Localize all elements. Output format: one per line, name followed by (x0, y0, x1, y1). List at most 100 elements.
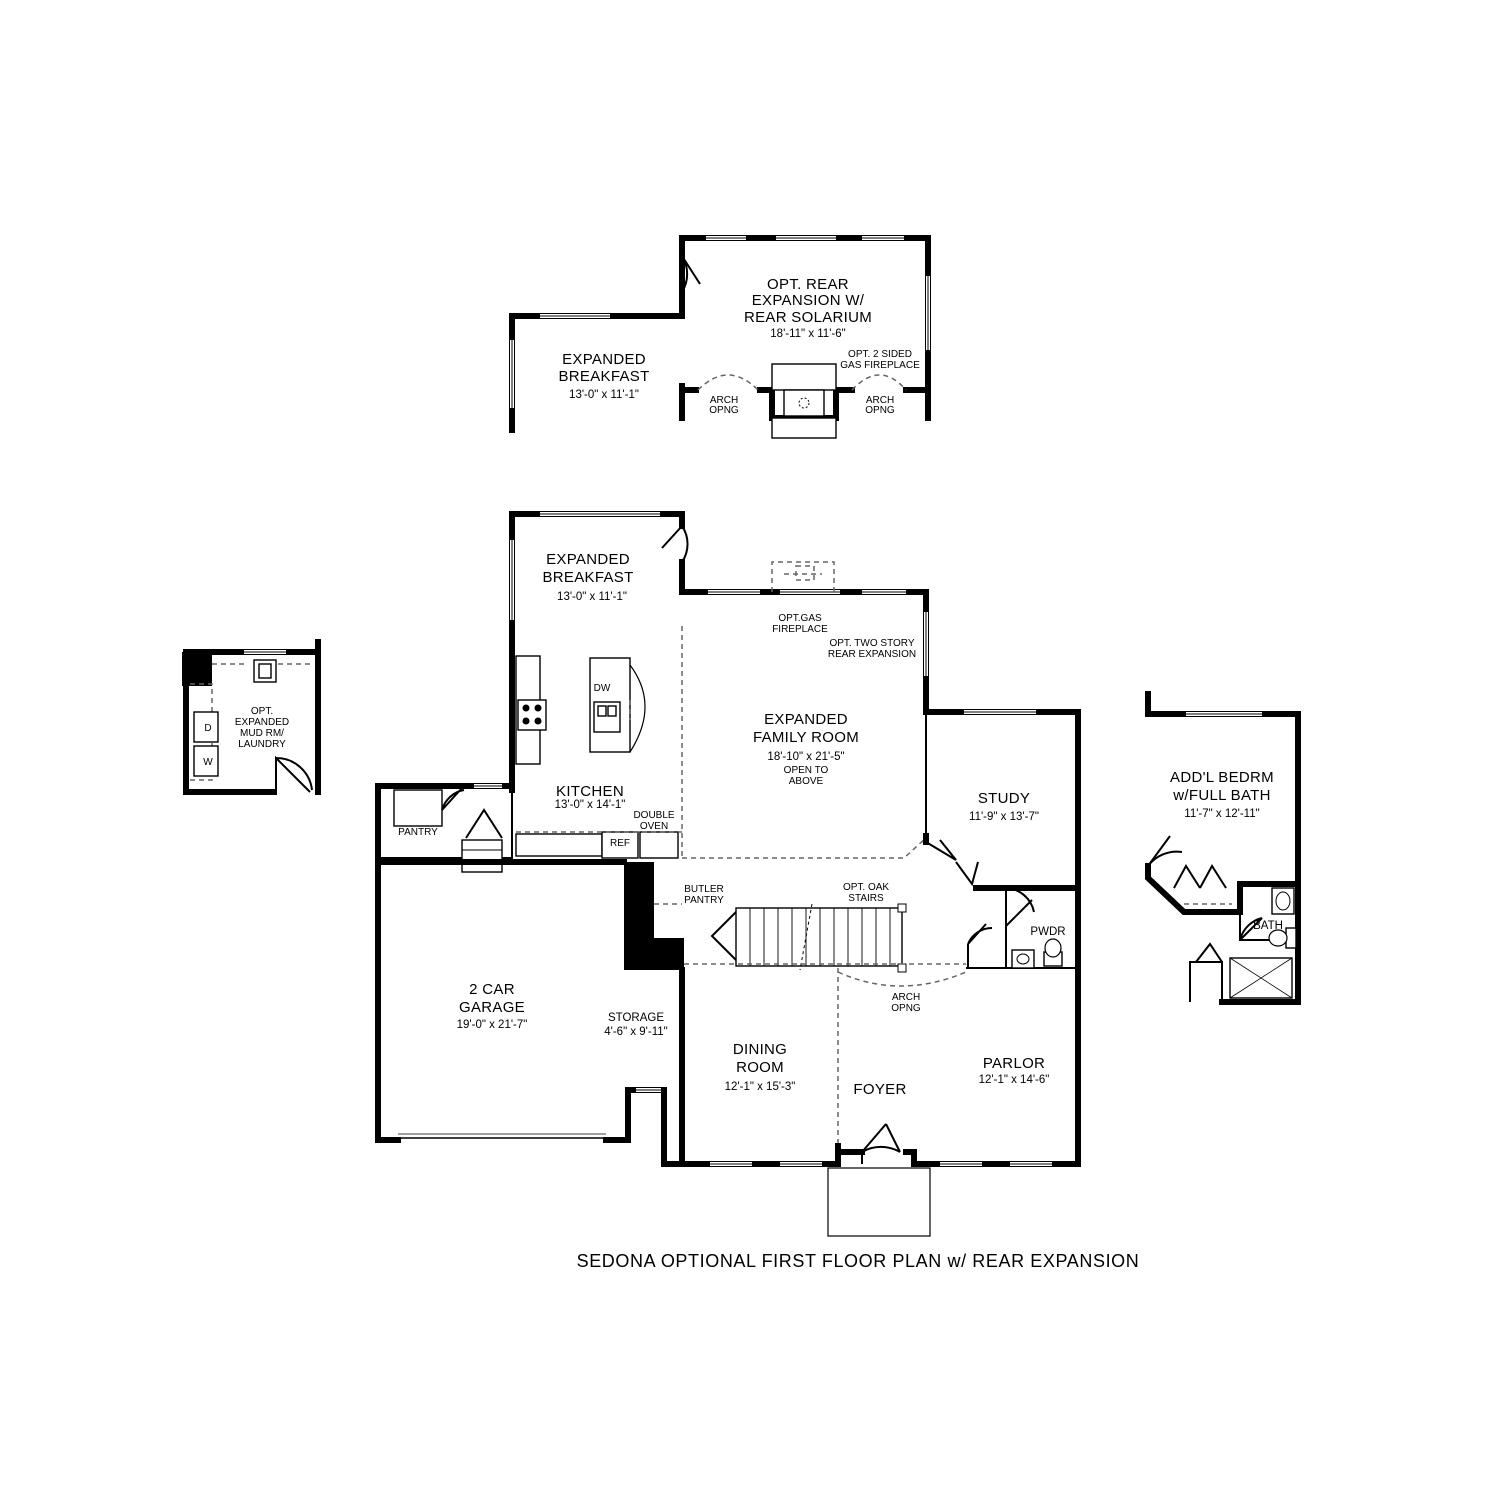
bedroom-label-2: w/FULL BATH (1172, 787, 1270, 804)
butler-pantry-label-2: PANTRY (684, 895, 724, 906)
family-room-label-1: EXPANDED (764, 711, 848, 728)
study-dimensions: 11'-9" x 13'-7" (969, 811, 1039, 823)
pantry-door (441, 787, 465, 811)
parlor-dimensions: 12'-1" x 14'-6" (979, 1074, 1050, 1086)
arch-opening-left (697, 374, 759, 391)
dryer (193, 711, 219, 743)
kitchen-counter-bottom (515, 833, 603, 857)
study-double-doors (925, 839, 979, 887)
main-floor-plan: EXPANDED BREAKFAST 13'-0" x 11'-1" DW KI… (375, 511, 1081, 1237)
garage-entry-door (465, 808, 503, 839)
rear-expansion-windows (510, 236, 930, 408)
foyer-arch-note-1: ARCH (892, 992, 920, 1003)
dining-room-label-2: ROOM (736, 1059, 784, 1076)
dishwasher-label: DW (594, 683, 611, 694)
rear-expansion-walls (509, 235, 931, 433)
gas-fireplace-note-2: FIREPLACE (772, 624, 828, 635)
bath-label: BATH (1253, 920, 1283, 932)
storage-wall-solid (624, 862, 654, 970)
family-room-dimensions: 18'-10" x 21'-5" (767, 751, 844, 763)
arch-opening-foyer (837, 971, 967, 987)
powder-sink (1011, 949, 1035, 969)
arch-opening-note-left-2: OPNG (709, 405, 739, 416)
double-oven (639, 831, 679, 859)
coat-closet (967, 923, 1004, 969)
powder-room-label: PWDR (1030, 926, 1065, 938)
storage-dimensions: 4'-6" x 9'-11" (604, 1026, 667, 1038)
arch-opening-note-left-1: ARCH (710, 395, 738, 406)
oak-stairs-label-2: STAIRS (848, 893, 884, 904)
butler-pantry-label-1: BUTLER (684, 884, 723, 895)
garage-label-1: 2 CAR (469, 981, 515, 998)
study-label: STUDY (978, 790, 1030, 807)
foyer-arch-note-2: OPNG (891, 1003, 921, 1014)
double-oven-label-2: OVEN (640, 821, 668, 832)
arch-opening-note-right-1: ARCH (866, 395, 894, 406)
rear-expansion-inset: OPT. REAR EXPANSION W/ REAR SOLARIUM 18'… (509, 235, 931, 439)
bedroom-door (1147, 835, 1183, 867)
optional-gas-fireplace (771, 561, 835, 592)
front-wall-right (903, 965, 1081, 1167)
oak-stairs-label-1: OPT. OAK (843, 882, 889, 893)
breakfast-door (661, 525, 689, 563)
parlor-label: PARLOR (983, 1055, 1045, 1072)
family-room-label-2: FAMILY ROOM (753, 729, 859, 746)
two-sided-fireplace (771, 363, 837, 391)
bedroom-dimensions: 11'-7" x 12'-11" (1184, 808, 1259, 820)
expanded-breakfast-top-label-1: EXPANDED (562, 351, 646, 368)
rear-expansion-dimensions: 18'-11" x 11'-6" (770, 328, 845, 340)
front-wall-left (669, 1147, 841, 1167)
rear-expansion-door (681, 255, 701, 293)
mudroom-label-2: EXPANDED (235, 717, 289, 728)
two-sided-fireplace-note-1: OPT. 2 SIDED (848, 349, 912, 360)
expanded-breakfast-label-2: BREAKFAST (542, 569, 633, 586)
oak-stairs (735, 907, 903, 967)
pantry-label: PANTRY (398, 827, 438, 838)
bath-sink (1271, 887, 1295, 915)
expanded-breakfast-label-1: EXPANDED (546, 551, 630, 568)
rear-expansion-label-2: EXPANSION W/ (752, 292, 865, 309)
garage-dimensions: 19'-0" x 21'-7" (457, 1019, 528, 1031)
bath-door (1239, 917, 1263, 941)
mudroom-inset: D W OPT. EXPANDED MUD RM/ LAUNDRY (182, 639, 321, 795)
front-porch (827, 1167, 931, 1237)
kitchen-label: KITCHEN (556, 783, 624, 800)
mudroom-label-3: MUD RM/ (240, 728, 284, 739)
plan-title: SEDONA OPTIONAL FIRST FLOOR PLAN w/ REAR… (577, 1251, 1140, 1271)
front-door (861, 1123, 901, 1164)
two-story-note-1: OPT. TWO STORY (829, 638, 914, 649)
closet-doors (1173, 864, 1227, 889)
two-sided-fireplace-note-2: GAS FIREPLACE (840, 360, 920, 371)
mudroom-label-1: OPT. (251, 706, 273, 717)
washer (193, 745, 219, 777)
storage-label: STORAGE (608, 1012, 664, 1024)
family-room-note-2: ABOVE (789, 776, 824, 787)
family-room-note-1: OPEN TO (784, 765, 829, 776)
expanded-breakfast-dimensions: 13'-0" x 11'-1" (557, 591, 627, 603)
refrigerator-label: REF (610, 838, 630, 849)
mudroom-door (275, 755, 313, 793)
dining-room-dimensions: 12'-1" x 15'-3" (725, 1081, 796, 1093)
arch-opening-note-right-2: OPNG (865, 405, 895, 416)
arch-opening-right (851, 374, 907, 391)
pantry-shelf (393, 789, 443, 827)
garage-steps (461, 839, 503, 873)
two-story-note-2: REAR EXPANSION (828, 649, 916, 660)
pantry-walls (375, 783, 515, 865)
dryer-label: D (204, 723, 211, 734)
dining-room-label-1: DINING (733, 1041, 787, 1058)
gas-fireplace-note-1: OPT.GAS (778, 613, 822, 624)
kitchen-dimensions: 13'-0" x 14'-1" (555, 799, 626, 811)
foyer-label: FOYER (853, 1081, 906, 1098)
double-oven-label-1: DOUBLE (633, 810, 674, 821)
garage-walls (375, 859, 401, 1143)
washer-label: W (203, 757, 213, 768)
powder-room-door (1005, 887, 1035, 927)
refrigerator (601, 831, 639, 859)
bedroom-inset: ADD'L BEDRM w/FULL BATH 11'-7" x 12'-11"… (1145, 691, 1301, 1005)
expanded-breakfast-top-label-2: BREAKFAST (558, 368, 649, 385)
rear-expansion-label-3: REAR SOLARIUM (744, 309, 872, 326)
mudroom-label-4: LAUNDRY (238, 739, 286, 750)
garage-label-2: GARAGE (459, 999, 525, 1016)
